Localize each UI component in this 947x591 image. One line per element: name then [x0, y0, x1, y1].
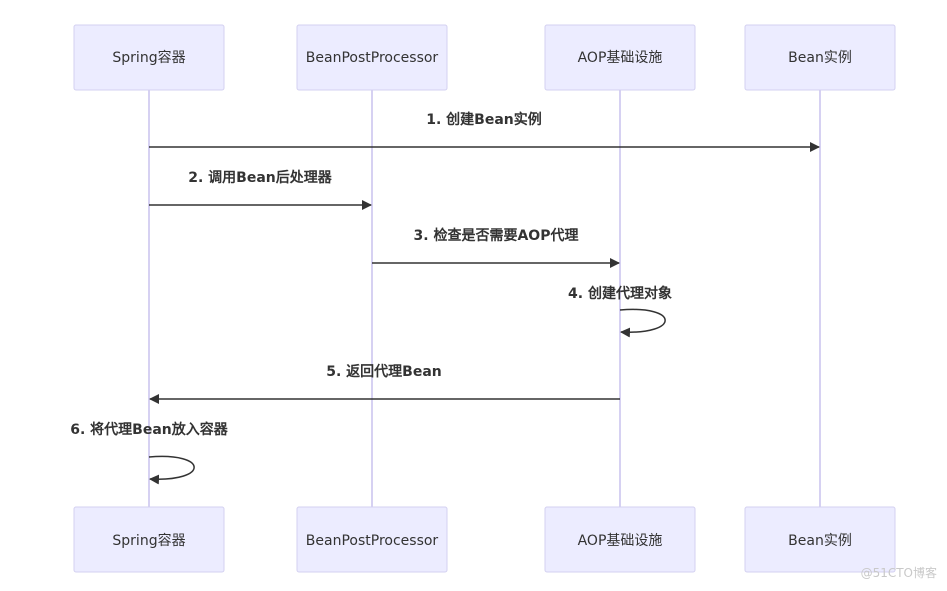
actor-label: AOP基础设施: [578, 49, 663, 66]
message-6: 6. 将代理Bean放入容器: [70, 421, 229, 485]
actor-bottom-aop: AOP基础设施: [544, 506, 696, 573]
actor-label: Spring容器: [112, 532, 185, 549]
actor-label: BeanPostProcessor: [306, 50, 439, 66]
message-label: 2. 调用Bean后处理器: [188, 169, 333, 186]
watermark: @51CTO博客: [860, 566, 937, 580]
message-label: 1. 创建Bean实例: [426, 111, 542, 128]
actor-label: Bean实例: [788, 533, 852, 549]
message-3: 3. 检查是否需要AOP代理: [372, 227, 620, 268]
message-label: 3. 检查是否需要AOP代理: [414, 227, 579, 244]
message-5: 5. 返回代理Bean: [149, 363, 620, 404]
actor-top-spring: Spring容器: [73, 24, 225, 91]
message-1: 1. 创建Bean实例: [149, 111, 820, 152]
message-label: 6. 将代理Bean放入容器: [70, 421, 229, 438]
self-call-loop: [619, 308, 666, 338]
actor-top-aop: AOP基础设施: [544, 24, 696, 91]
actor-bottom-bean-post-processor: BeanPostProcessor: [296, 506, 448, 573]
self-call-loop: [148, 455, 195, 485]
message-4: 4. 创建代理对象: [568, 285, 672, 338]
actor-top-bean-post-processor: BeanPostProcessor: [296, 24, 448, 91]
actor-top-bean: Bean实例: [744, 24, 896, 91]
message-label: 5. 返回代理Bean: [326, 363, 442, 380]
actor-bottom-spring: Spring容器: [73, 506, 225, 573]
actor-label: Bean实例: [788, 50, 852, 66]
message-label: 4. 创建代理对象: [568, 285, 672, 302]
actor-label: BeanPostProcessor: [306, 533, 439, 549]
actor-bottom-bean: Bean实例: [744, 506, 896, 573]
message-2: 2. 调用Bean后处理器: [149, 169, 372, 210]
actor-label: Spring容器: [112, 49, 185, 66]
actor-label: AOP基础设施: [578, 532, 663, 549]
